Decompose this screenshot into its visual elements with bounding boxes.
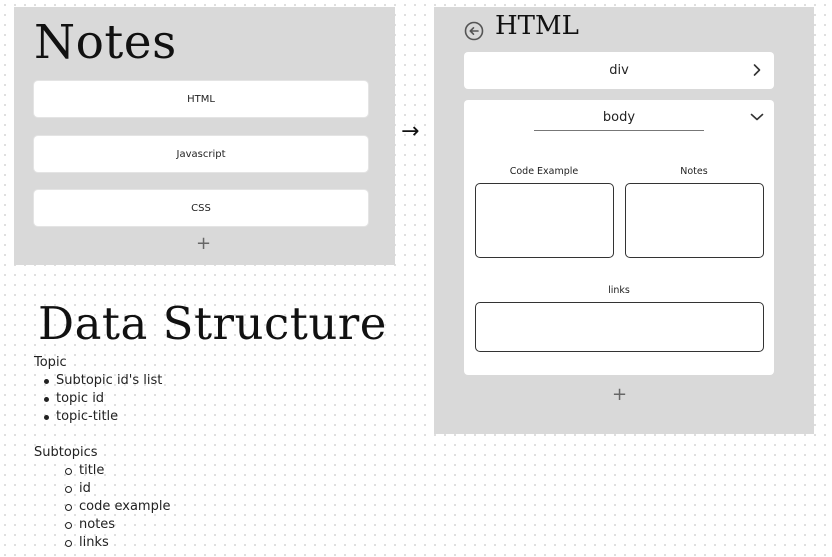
list-item: code example bbox=[34, 498, 170, 516]
flow-arrow: → bbox=[401, 119, 420, 144]
code-example-field[interactable] bbox=[475, 183, 614, 258]
add-subtopic-button[interactable]: + bbox=[612, 384, 628, 405]
links-field[interactable] bbox=[475, 302, 764, 352]
list-item: notes bbox=[34, 516, 170, 534]
subtopic-row-div[interactable]: div bbox=[464, 52, 774, 89]
topic-button-html[interactable]: HTML bbox=[34, 81, 368, 117]
topic-title: HTML bbox=[495, 11, 579, 41]
data-structure-title: Data Structure bbox=[38, 297, 387, 350]
list-item: topic id bbox=[34, 390, 162, 408]
list-item: topic-title bbox=[34, 408, 162, 426]
code-example-label: Code Example bbox=[509, 166, 579, 177]
topic-button-label: HTML bbox=[187, 93, 215, 105]
list-item: title bbox=[34, 462, 170, 480]
notes-title: Notes bbox=[34, 15, 177, 70]
subtopic-title-input[interactable]: body bbox=[534, 110, 704, 131]
notes-label: Notes bbox=[680, 166, 708, 177]
notes-field[interactable] bbox=[625, 183, 764, 258]
topic-field-list: Subtopic id's list topic id topic-title bbox=[34, 372, 162, 426]
subtopic-panel-body: body Code Example Notes links bbox=[464, 100, 774, 375]
topic-structure: Topic Subtopic id's list topic id topic-… bbox=[34, 354, 162, 426]
subtopic-field-list: title id code example notes links bbox=[34, 462, 170, 552]
chevron-right-icon[interactable] bbox=[748, 61, 766, 79]
notes-frame: Notes HTML Javascript CSS + bbox=[14, 7, 395, 265]
chevron-down-icon[interactable] bbox=[748, 108, 766, 126]
back-arrow-circle-icon[interactable] bbox=[464, 21, 484, 41]
topic-heading: Topic bbox=[34, 355, 67, 370]
topic-button-javascript[interactable]: Javascript bbox=[34, 136, 368, 172]
topic-button-css[interactable]: CSS bbox=[34, 190, 368, 226]
topic-button-label: CSS bbox=[191, 202, 211, 214]
list-item: id bbox=[34, 480, 170, 498]
subtopics-structure: Subtopics title id code example notes li… bbox=[34, 444, 170, 552]
topic-button-label: Javascript bbox=[176, 148, 226, 160]
links-label: links bbox=[608, 285, 630, 296]
list-item: Subtopic id's list bbox=[34, 372, 162, 390]
subtopic-label: div bbox=[609, 63, 629, 78]
subtopics-heading: Subtopics bbox=[34, 445, 98, 460]
list-item: links bbox=[34, 534, 170, 552]
add-topic-button[interactable]: + bbox=[196, 233, 212, 254]
